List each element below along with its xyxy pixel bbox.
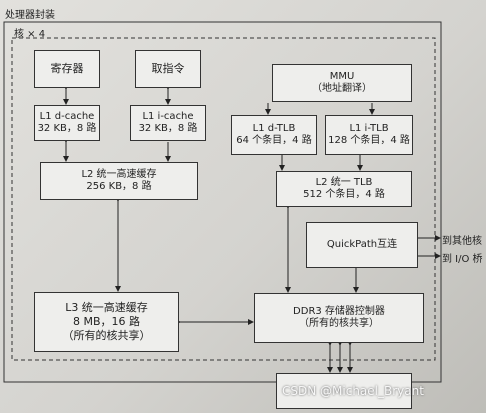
l1-icache-title: L1 i-cache (142, 110, 194, 122)
quickpath-label: QuickPath互连 (326, 238, 398, 250)
l1-icache-box: L1 i-cache 32 KB，8 路 (130, 105, 206, 141)
l2-cache-title: L2 统一高速缓存 (81, 168, 157, 180)
l3-cache-title: L3 统一高速缓存 (65, 301, 148, 315)
l2-tlb-box: L2 统一 TLB 512 个条目，4 路 (276, 171, 412, 207)
core-border (11, 37, 436, 361)
l2-cache-box: L2 统一高速缓存 256 KB，8 路 (40, 162, 198, 200)
mmu-subtitle: （地址翻译） (312, 83, 372, 94)
l3-cache-box: L3 统一高速缓存 8 MB，16 路 （所有的核共享） (34, 292, 179, 352)
l2-cache-spec: 256 KB，8 路 (86, 181, 152, 192)
l1-dtlb-box: L1 d-TLB 64 个条目，4 路 (231, 115, 317, 155)
l3-cache-spec: 8 MB，16 路 (72, 315, 141, 329)
registers-label: 寄存器 (50, 62, 84, 76)
l2-tlb-spec: 512 个条目，4 路 (303, 189, 385, 200)
ddr3-title: DDR3 存储器控制器 (293, 305, 385, 317)
quickpath-box: QuickPath互连 (306, 222, 418, 268)
l1-dcache-title: L1 d-cache (39, 110, 95, 122)
registers-box: 寄存器 (34, 50, 100, 88)
ddr3-note: （所有的核共享） (299, 318, 379, 329)
watermark: CSDN @Michael_Bryant (282, 384, 424, 398)
mmu-title: MMU (329, 70, 355, 82)
l1-dcache-spec: 32 KB，8 路 (37, 123, 97, 134)
to-io-bridge-label: 到 I/O 桥 (442, 254, 483, 265)
l1-dcache-box: L1 d-cache 32 KB，8 路 (34, 105, 100, 141)
mmu-box: MMU （地址翻译） (272, 64, 412, 102)
l1-icache-spec: 32 KB，8 路 (138, 123, 198, 134)
package-label: 处理器封装 (5, 10, 55, 21)
ddr3-controller-box: DDR3 存储器控制器 （所有的核共享） (254, 293, 424, 343)
fetch-label: 取指令 (151, 62, 185, 76)
l1-itlb-box: L1 i-TLB 128 个条目，4 路 (325, 115, 413, 155)
core-label: 核 × 4 (14, 29, 46, 40)
l1-dtlb-spec: 64 个条目，4 路 (236, 135, 312, 146)
l3-cache-note: （所有的核共享） (62, 328, 151, 342)
l1-itlb-title: L1 i-TLB (349, 122, 389, 134)
package-border (3, 21, 442, 383)
l1-dtlb-title: L1 d-TLB (252, 122, 296, 134)
to-other-cores-label: 到其他核 (442, 236, 482, 247)
fetch-box: 取指令 (135, 50, 201, 88)
main-memory-box (276, 373, 412, 409)
l2-tlb-title: L2 统一 TLB (315, 176, 373, 188)
l1-itlb-spec: 128 个条目，4 路 (328, 135, 410, 146)
